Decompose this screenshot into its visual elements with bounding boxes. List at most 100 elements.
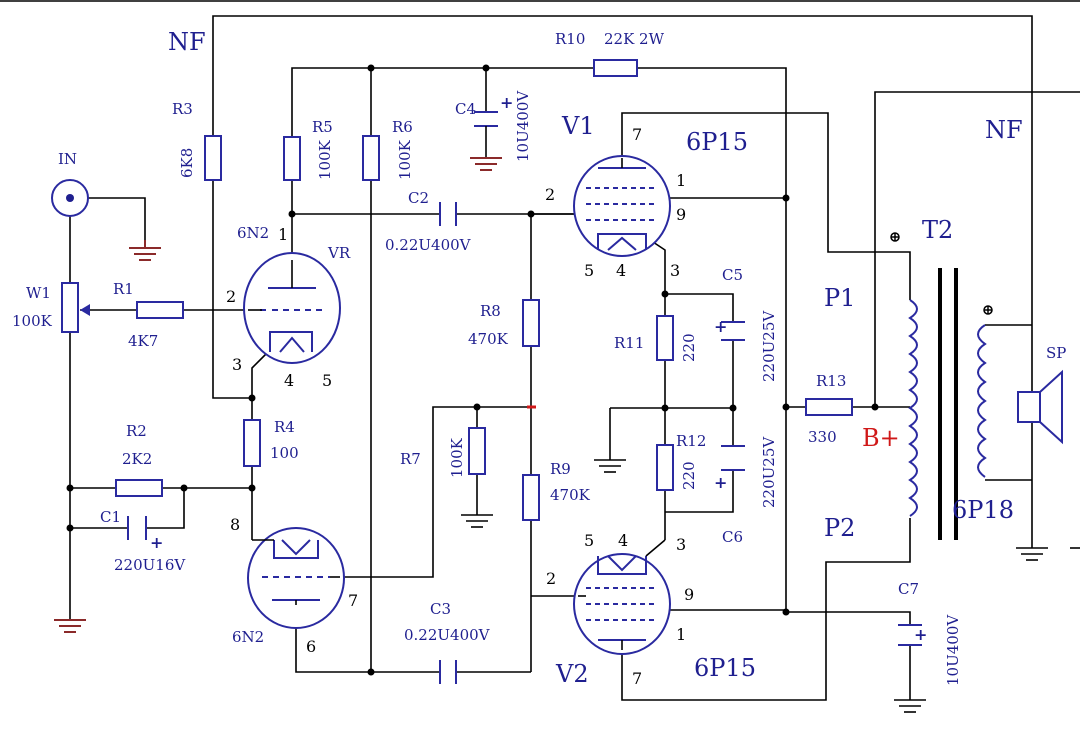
- sp-label: SP: [1046, 344, 1066, 362]
- ground-in: [129, 240, 161, 261]
- c1-name: C1: [100, 508, 121, 526]
- nf-left-label: NF: [168, 28, 206, 56]
- r4-name: R4: [274, 418, 295, 436]
- ground-cathode: [594, 459, 626, 473]
- p1-label: P1: [824, 284, 855, 312]
- c4-value: 10U400V: [514, 90, 532, 162]
- r3-resistor: [204, 135, 222, 181]
- r12-name: R12: [676, 432, 706, 450]
- r9-value: 470K: [550, 486, 591, 504]
- r3-name: R3: [172, 100, 193, 118]
- svg-text:1: 1: [278, 225, 288, 244]
- svg-text:2: 2: [226, 287, 236, 306]
- r12-resistor: [656, 444, 674, 491]
- vr-label: VR: [327, 244, 351, 262]
- r8-name: R8: [480, 302, 501, 320]
- svg-text:7: 7: [632, 125, 642, 144]
- svg-text:5: 5: [584, 531, 594, 550]
- w1-value: 100K: [12, 312, 53, 330]
- c4-name: C4: [455, 100, 476, 118]
- r10-resistor: [593, 59, 638, 77]
- c7-plus: +: [914, 625, 927, 644]
- svg-text:4: 4: [616, 261, 626, 280]
- tube-v1-6p15: [573, 155, 671, 257]
- b-plus-label: B+: [862, 424, 900, 452]
- labels: NF NF IN W1 100K R1 4K7 R2 2K2 C1 220U16…: [12, 28, 1066, 688]
- ground-c7: [894, 699, 926, 713]
- svg-text:5: 5: [322, 371, 332, 390]
- speaker-icon: [1017, 369, 1063, 445]
- r4-value: 100: [270, 444, 299, 462]
- c6-value: 220U25V: [760, 436, 778, 508]
- c5-name: C5: [722, 266, 743, 284]
- svg-text:3: 3: [670, 261, 680, 280]
- svg-text:9: 9: [676, 205, 686, 224]
- input-jack: [51, 179, 89, 217]
- r10-value: 22K 2W: [604, 30, 665, 48]
- ground-c4: [470, 157, 502, 171]
- r11-value: 220: [680, 333, 698, 362]
- r11-resistor: [656, 315, 674, 361]
- in-label: IN: [58, 150, 77, 168]
- r9-resistor: [522, 474, 540, 521]
- r12-value: 220: [680, 461, 698, 490]
- r9-name: R9: [550, 460, 571, 478]
- ground-speaker: [1016, 547, 1048, 561]
- svg-text:2: 2: [546, 569, 556, 588]
- svg-text:6: 6: [306, 637, 316, 656]
- c3-value: 0.22U400V: [404, 626, 491, 644]
- c1-plus: +: [150, 533, 163, 552]
- ground-symbols: [54, 157, 1080, 713]
- nf-right-label: NF: [985, 116, 1023, 144]
- v1-type: 6P15: [686, 128, 748, 156]
- svg-text:4: 4: [284, 371, 294, 390]
- c5-value: 220U25V: [760, 310, 778, 382]
- r7-name: R7: [400, 450, 421, 468]
- r1-name: R1: [113, 280, 134, 298]
- ground-r7: [461, 514, 493, 528]
- t2-label: T2: [922, 216, 953, 244]
- r11-name: R11: [614, 334, 644, 352]
- c6-plus: +: [714, 473, 727, 492]
- r13-resistor: [805, 398, 853, 416]
- v1-label: V1: [561, 112, 595, 140]
- r1-value: 4K7: [128, 332, 158, 350]
- c3-name: C3: [430, 600, 451, 618]
- r7-value: 100K: [448, 437, 466, 478]
- svg-text:4: 4: [618, 531, 628, 550]
- wires: [69, 15, 1080, 701]
- r13-name: R13: [816, 372, 846, 390]
- svg-text:3: 3: [676, 535, 686, 554]
- c7-value: 10U400V: [944, 614, 962, 686]
- c4-plus: +: [500, 93, 513, 112]
- r5-resistor: [283, 136, 301, 181]
- pin-numbers: 1 2 3 4 5 8 7 6 7 1 2 9 3 5 4 5 4 3 2 9 …: [226, 125, 694, 688]
- r5-value: 100K: [316, 139, 334, 180]
- c6-name: C6: [722, 528, 743, 546]
- resistors: [61, 59, 853, 521]
- v2-type: 6P15: [694, 654, 756, 682]
- c2-name: C2: [408, 189, 429, 207]
- r8-resistor: [522, 299, 540, 347]
- tube-vr-6n2: [243, 252, 341, 364]
- c5-plus: +: [714, 317, 727, 336]
- output-transformer-t2: [890, 232, 993, 540]
- tube-bottom-left-type: 6N2: [232, 628, 264, 646]
- r6-name: R6: [392, 118, 413, 136]
- w1-name: W1: [26, 284, 51, 302]
- svg-text:8: 8: [230, 515, 240, 534]
- c2-value: 0.22U400V: [385, 236, 472, 254]
- svg-text:5: 5: [584, 261, 594, 280]
- transformer-model: 6P18: [952, 496, 1014, 524]
- c7-name: C7: [898, 580, 919, 598]
- svg-text:1: 1: [676, 625, 686, 644]
- svg-text:2: 2: [545, 185, 555, 204]
- r2-value: 2K2: [122, 450, 152, 468]
- r2-name: R2: [126, 422, 147, 440]
- tube-lower-6n2: [247, 527, 345, 629]
- v2-label: V2: [555, 660, 589, 688]
- w1-wiper-arrow: [80, 304, 90, 316]
- svg-text:9: 9: [684, 585, 694, 604]
- svg-text:7: 7: [632, 669, 642, 688]
